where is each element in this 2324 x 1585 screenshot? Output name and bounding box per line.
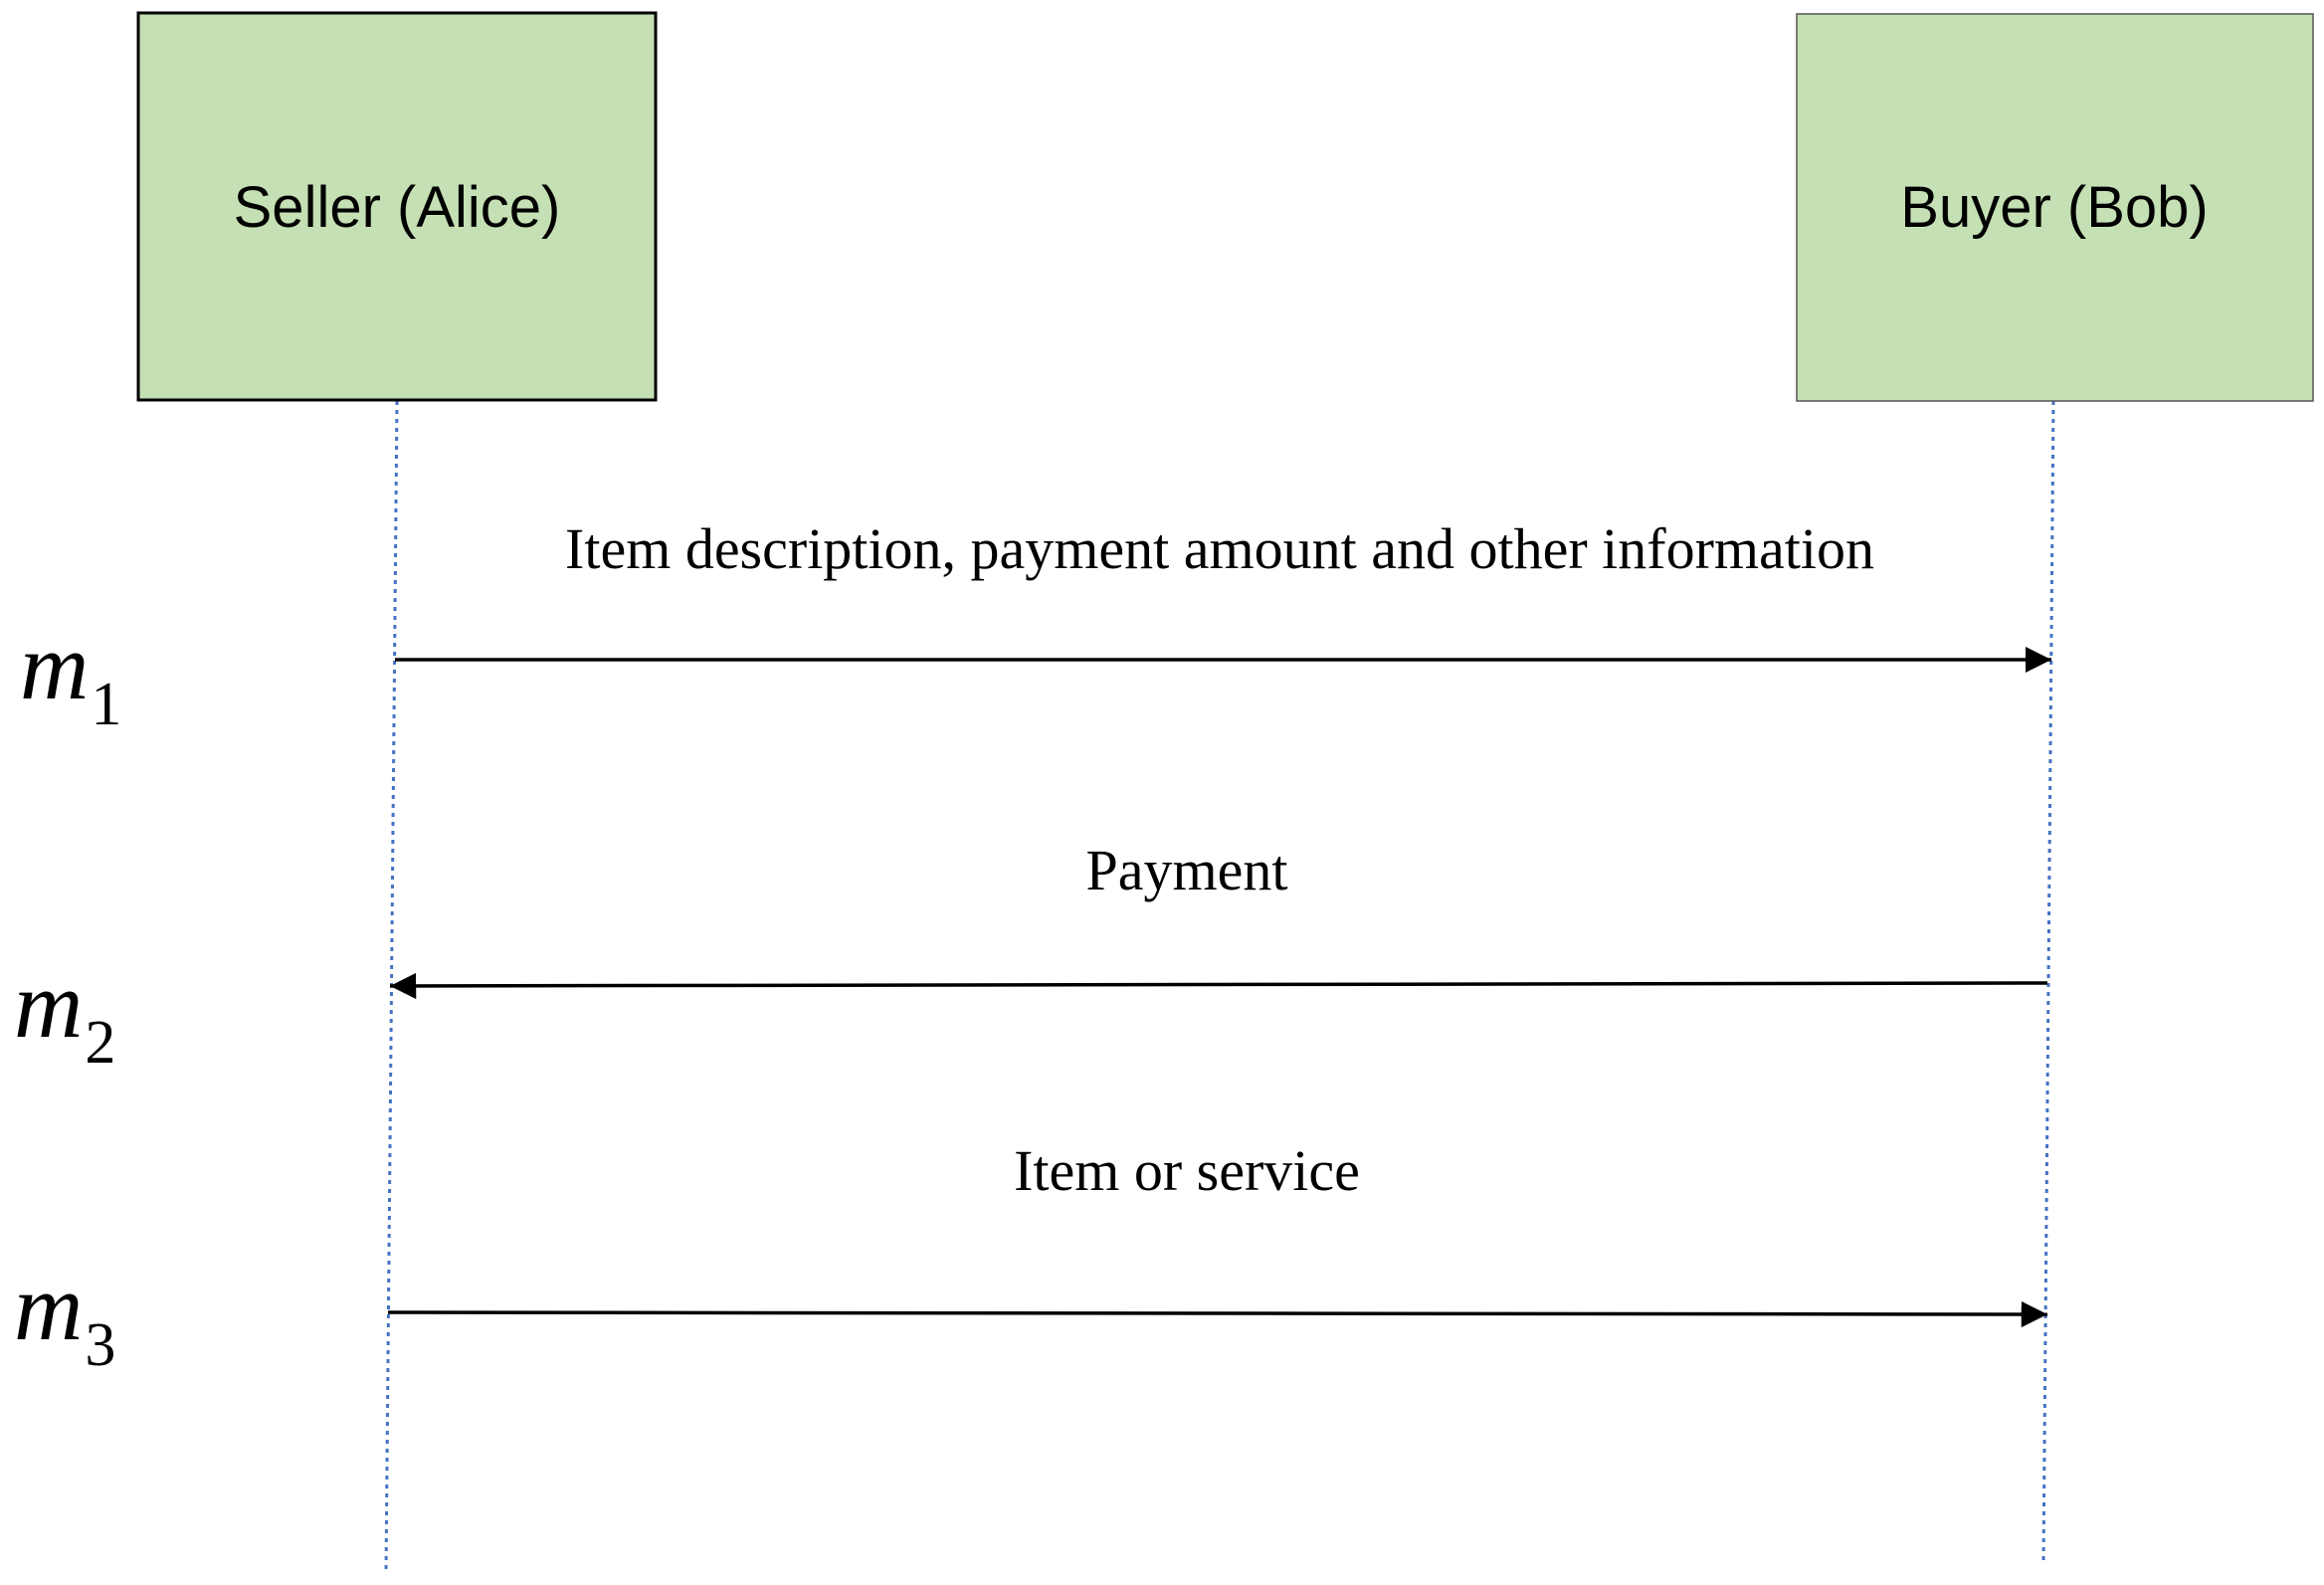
message-2-label: Payment <box>1086 838 1288 902</box>
actor-seller: Seller (Alice) <box>136 11 658 402</box>
actor-buyer-box <box>1796 13 2314 402</box>
actor-seller-box <box>136 11 658 402</box>
message-2-index: 2 <box>85 1009 115 1077</box>
message-1: Item description, payment amount and oth… <box>20 516 2051 738</box>
message-2-arrow <box>389 972 2048 1000</box>
message-3-arrow <box>387 1300 2048 1328</box>
message-2-symbol: m <box>14 951 83 1058</box>
message-1-label: Item description, payment amount and oth… <box>565 516 1874 581</box>
message-3-index: 3 <box>85 1311 115 1379</box>
message-1-symbol: m <box>20 613 89 719</box>
actor-buyer: Buyer (Bob) <box>1796 13 2314 402</box>
message-2: Payment m2 <box>14 838 2048 1077</box>
actor-seller-label: Seller (Alice) <box>234 175 561 240</box>
buyer-lifeline <box>2041 400 2055 1565</box>
message-2-id: m2 <box>14 951 115 1077</box>
message-3: Item or service m3 <box>14 1138 2048 1379</box>
message-3-label: Item or service <box>1014 1138 1360 1203</box>
message-3-id: m3 <box>14 1254 115 1379</box>
message-1-id: m1 <box>20 613 121 738</box>
message-3-symbol: m <box>14 1254 83 1360</box>
message-1-index: 1 <box>91 671 121 738</box>
actor-buyer-label: Buyer (Bob) <box>1900 175 2208 240</box>
